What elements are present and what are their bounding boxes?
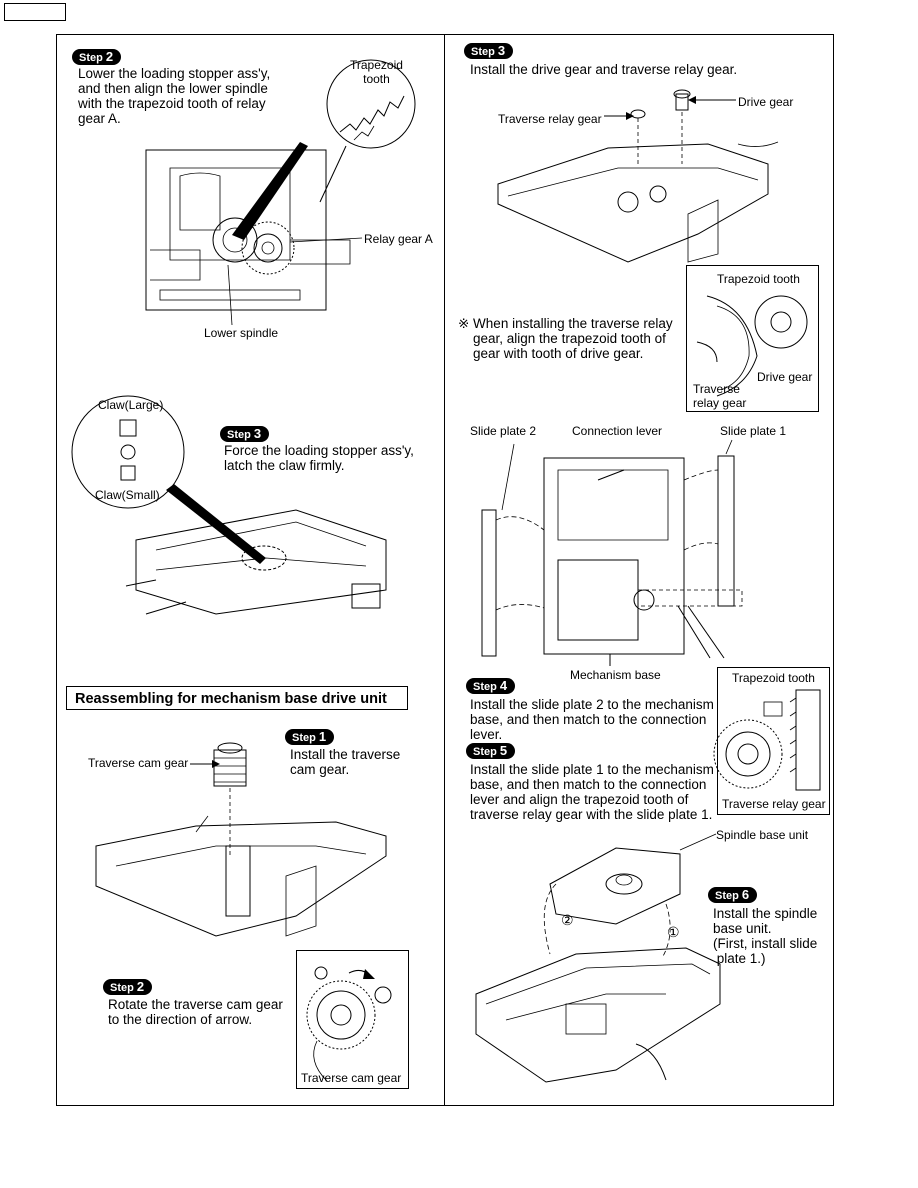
circle-1-marker: ① [667,924,680,940]
traverse-cam-gear-label: Traverse cam gear [88,756,189,770]
claw-small-label: Claw(Small) [95,488,160,502]
step-2-instruction: Lower the loading stopper ass'y, and the… [78,66,271,126]
cam-gear-inset: Traverse cam gear [296,950,409,1089]
step-number: 1 [318,729,327,744]
step-6-instruction: Install the spindle base unit. (First, i… [713,906,818,966]
installation-note: ※ When installing the traverse relay gea… [458,316,673,361]
lower-spindle-label: Lower spindle [204,326,279,340]
step-word: Step [227,429,251,441]
pointer-line [679,833,717,851]
pointer-arrow [688,96,736,104]
step-word: Step [292,732,316,744]
slide-plate-2-label: Slide plate 2 [470,424,537,438]
trapezoid-tooth-inset: Trapezoid tooth Traverse relay gear [713,667,830,815]
connection-lever-label: Connection lever [572,424,663,438]
spindle-base-unit-label: Spindle base unit [716,828,809,842]
step-number: 2 [105,49,114,64]
page-frame [56,34,834,1106]
drive-gear-diagram [497,89,779,263]
inset-trapezoid-tooth-label: Trapezoid tooth [732,671,815,685]
spindle-base-diagram [475,847,721,1083]
step-word: Step [79,52,103,64]
pointer-arrow [604,112,634,120]
drive-gear-inset: Trapezoid tooth Drive gear Traverse rela… [686,265,819,412]
relay-gear-a-label: Relay gear A [364,232,433,246]
step-word: Step [473,746,497,758]
traverse-relay-gear-label: Traverse relay gear [498,112,602,126]
step-number: 5 [499,743,508,758]
section-title: Reassembling for mechanism base drive un… [66,686,408,710]
step-3-instruction-left: Force the loading stopper ass'y, latch t… [224,443,414,473]
step-3-instruction-right: Install the drive gear and traverse rela… [470,62,738,77]
relay-gear-diagram [145,142,363,326]
inset-cam-gear-label: Traverse cam gear [301,1071,402,1085]
inset-traverse-label: Traverse relay gear [693,382,747,410]
step-word: Step [110,982,134,994]
traverse-cam-gear-diagram [95,742,387,937]
circle-2-marker: ② [561,912,574,928]
inset-drive-gear-label: Drive gear [757,370,813,384]
corner-tab [4,3,66,21]
step-word: Step [471,46,495,58]
step-number: 3 [253,426,262,441]
step-word: Step [473,681,497,693]
step-word: Step [715,890,739,902]
column-divider [444,34,445,1105]
step-number: 3 [497,43,506,58]
step-number: 4 [499,678,508,693]
step-number: 6 [741,887,750,902]
step-1-instruction: Install the traverse cam gear. [290,747,401,777]
step-5-instruction: Install the slide plate 1 to the mechani… [470,762,714,822]
trapezoid-callout-circle [319,59,416,203]
pointer-arrow [190,760,220,768]
claw-diagram [71,395,387,615]
slide-plate-diagram [481,439,743,666]
mechanism-base-label: Mechanism base [570,668,661,682]
inset-traverse-relay-label: Traverse relay gear [722,797,826,811]
inset-trapezoid-label: Trapezoid tooth [717,272,800,286]
step-2-instruction-reassembly: Rotate the traverse cam gear to the dire… [108,997,283,1027]
step-4-instruction: Install the slide plate 2 to the mechani… [470,697,714,742]
drive-gear-label: Drive gear [738,95,794,109]
slide-plate-1-label: Slide plate 1 [720,424,787,438]
claw-large-label: Claw(Large) [98,398,164,412]
trapezoid-tooth-label-top: Trapezoid tooth [350,58,403,86]
step-number: 2 [136,979,145,994]
